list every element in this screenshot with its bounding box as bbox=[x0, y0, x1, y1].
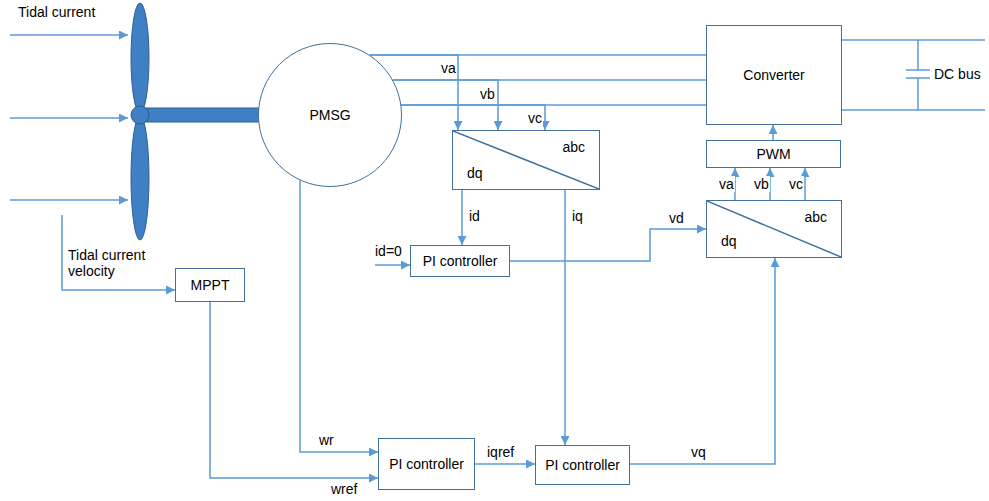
node-text: MPPT bbox=[191, 277, 230, 293]
signal-label: va bbox=[440, 60, 457, 76]
turbine-blade bbox=[131, 116, 149, 240]
generator-circle: PMSG bbox=[258, 43, 402, 187]
signal-label: vc bbox=[788, 176, 804, 192]
controller-box: PI controller bbox=[410, 245, 510, 277]
mppt-box: MPPT bbox=[175, 268, 245, 302]
signal-connector bbox=[630, 258, 775, 464]
text-label: Tidal current bbox=[18, 4, 95, 20]
node-text: dq bbox=[467, 165, 483, 181]
current-arrow bbox=[10, 34, 128, 36]
node-text: PI controller bbox=[545, 457, 620, 473]
signal-connector bbox=[804, 168, 806, 200]
signal-label: vq bbox=[690, 444, 707, 460]
dc-bus-line bbox=[842, 39, 985, 41]
velocity-line bbox=[62, 215, 175, 290]
node-text: dq bbox=[721, 233, 737, 249]
transform-box: abc dq bbox=[706, 200, 842, 258]
signal-label: va bbox=[718, 176, 735, 192]
signal-connector bbox=[475, 463, 535, 465]
dc-bus-line bbox=[842, 109, 985, 111]
controller-box: PI controller bbox=[535, 445, 630, 485]
node-text: PMSG bbox=[309, 107, 350, 123]
signal-label: wref bbox=[330, 481, 358, 497]
text-label: Tidal current velocity bbox=[68, 247, 168, 279]
signal-label: vc bbox=[527, 110, 543, 126]
signal-label: iq bbox=[571, 208, 584, 224]
capacitor-plate bbox=[906, 77, 930, 79]
signal-connector bbox=[401, 105, 545, 130]
node-text: abc bbox=[804, 209, 827, 225]
reference-arrow bbox=[375, 264, 410, 266]
controller-box: PI controller bbox=[378, 438, 475, 490]
converter-box: Converter bbox=[706, 25, 842, 125]
signal-connector bbox=[772, 125, 774, 140]
signal-label: iqref bbox=[486, 444, 515, 460]
capacitor-lead bbox=[917, 78, 919, 110]
signal-label: wr bbox=[318, 432, 335, 448]
signal-connector bbox=[461, 190, 463, 245]
turbine-hub bbox=[131, 106, 149, 124]
node-text: abc bbox=[562, 139, 585, 155]
capacitor-lead bbox=[917, 40, 919, 70]
current-arrow bbox=[10, 117, 128, 119]
node-text: PI controller bbox=[423, 253, 498, 269]
turbine-blade bbox=[131, 3, 149, 113]
node-text: Converter bbox=[743, 67, 804, 83]
current-arrow bbox=[10, 199, 128, 201]
text-label: id=0 bbox=[375, 243, 402, 259]
signal-connector bbox=[510, 229, 706, 261]
signal-connector bbox=[300, 181, 378, 453]
node-text: PWM bbox=[756, 146, 790, 162]
text-label: DC bus bbox=[934, 66, 981, 82]
turbine-shaft bbox=[146, 108, 260, 122]
signal-connector bbox=[564, 190, 566, 445]
transform-box: abc dq bbox=[452, 130, 600, 190]
signal-label: vd bbox=[668, 210, 685, 226]
pwm-box: PWM bbox=[706, 140, 841, 168]
node-text: PI controller bbox=[389, 456, 464, 472]
capacitor-plate bbox=[906, 69, 930, 71]
signal-label: id bbox=[468, 208, 481, 224]
signal-label: vb bbox=[753, 176, 770, 192]
signal-label: vb bbox=[479, 86, 496, 102]
